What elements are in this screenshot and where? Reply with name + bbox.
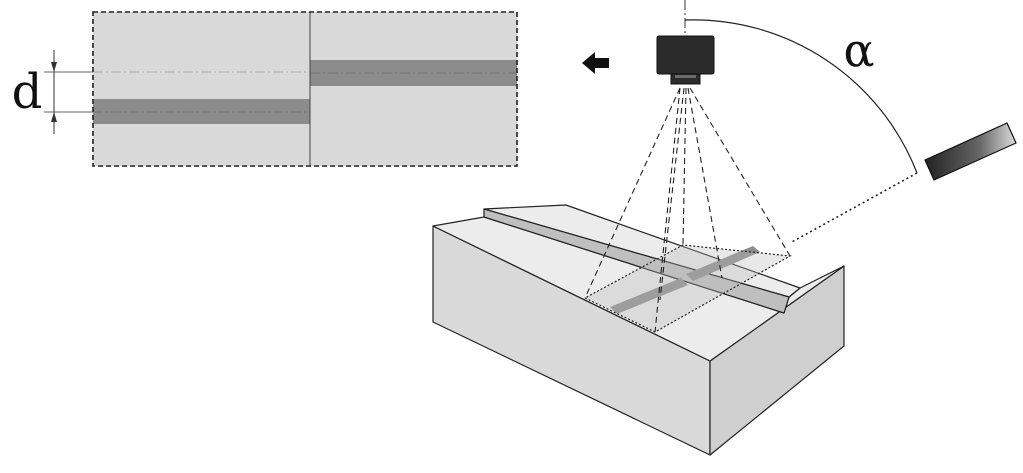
laser-line-lower-part [610, 278, 688, 314]
dimension-arrow-icon [51, 50, 57, 134]
camera-image-inset [92, 11, 518, 167]
camera-icon [656, 35, 715, 85]
laser-beam [789, 172, 918, 244]
angle-label: α [843, 23, 874, 77]
workpiece-step-riser [483, 208, 790, 314]
camera-lens [670, 73, 701, 85]
camera-body [656, 35, 715, 75]
laser-source-icon [924, 122, 1017, 181]
camera-view-rays [584, 87, 791, 333]
left-arrow-icon [582, 52, 609, 74]
incidence-angle-arc [684, 19, 918, 174]
offset-label: d [12, 64, 43, 120]
inset-background [93, 12, 517, 166]
inset-frame [92, 11, 518, 167]
workpiece [432, 204, 845, 456]
laser-line-left-segment [93, 99, 310, 124]
offset-dimension: d [12, 50, 93, 134]
laser-line-upper-part [686, 246, 760, 281]
projected-laser-line [610, 246, 760, 314]
